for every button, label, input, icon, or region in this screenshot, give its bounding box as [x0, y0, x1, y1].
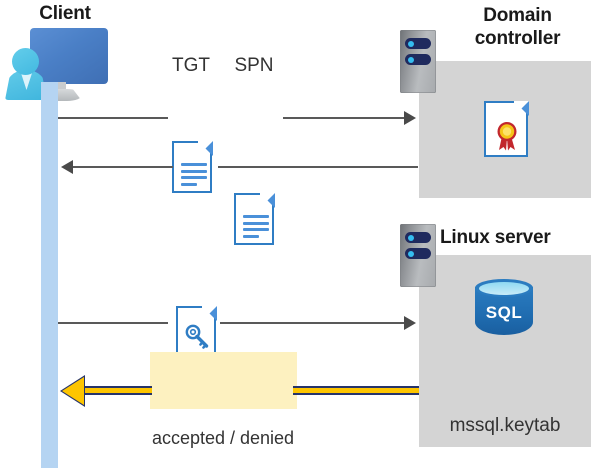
msg1-connector-right	[283, 117, 408, 119]
keytab-file-label: mssql.keytab	[449, 415, 561, 436]
doc-fold-cut	[259, 192, 275, 208]
doc-fold-cut	[513, 100, 529, 116]
monitor-stand-neck	[56, 82, 66, 92]
rack-led-top	[405, 232, 431, 243]
tgt-document-icon	[172, 140, 213, 193]
server-rack-icon-linux	[400, 224, 436, 287]
client-title: Client	[39, 3, 91, 24]
server-rack-icon-dc	[400, 30, 436, 93]
rack-led-bottom	[405, 54, 431, 65]
domain-controller-title: Domain controller	[440, 4, 595, 50]
tgt-label: TGT	[172, 55, 210, 76]
doc-fold-cut	[201, 305, 217, 321]
accepted-denied-highlight	[150, 352, 297, 409]
domain-controller-title-line2: controller	[474, 28, 561, 49]
msg4-gold-line-right	[293, 386, 419, 395]
msg4-arrowhead-left	[62, 377, 84, 405]
rack-led-bottom	[405, 248, 431, 259]
msg1-arrowhead-right	[404, 111, 416, 125]
key-document-icon-msg2	[176, 305, 217, 358]
msg4-gold-line-left	[80, 386, 152, 395]
doc-fold-cut	[197, 140, 213, 156]
user-monitor-icon	[5, 26, 112, 101]
medal-glyph	[497, 122, 517, 151]
doc-text-lines	[243, 215, 269, 241]
cylinder-top	[475, 279, 533, 297]
msg2-arrowhead-left	[61, 160, 73, 174]
key-glyph	[185, 324, 209, 349]
accepted-denied-label: accepted / denied	[151, 428, 295, 448]
sql-label: SQL	[485, 303, 523, 322]
certificate-document-icon	[484, 100, 529, 157]
linux-server-title: Linux server	[440, 227, 551, 248]
msg2-connector-right	[218, 166, 418, 168]
doc-text-lines	[181, 163, 207, 189]
msg3-connector-right	[220, 322, 408, 324]
monitor-icon	[30, 28, 108, 84]
cylinder-top-inner	[479, 281, 529, 295]
msg2-connector-left	[73, 166, 173, 168]
rack-led-top	[405, 38, 431, 49]
client-lifeline	[41, 82, 58, 468]
spn-label: SPN	[234, 55, 274, 76]
msg3-arrowhead-right	[404, 316, 416, 330]
sql-database-icon: SQL	[475, 279, 533, 341]
msg1-connector-left	[58, 117, 168, 119]
person-head-icon	[12, 48, 39, 75]
domain-controller-title-line1: Domain	[483, 5, 552, 26]
spn-document-icon	[234, 192, 275, 245]
msg3-connector-left	[58, 322, 168, 324]
